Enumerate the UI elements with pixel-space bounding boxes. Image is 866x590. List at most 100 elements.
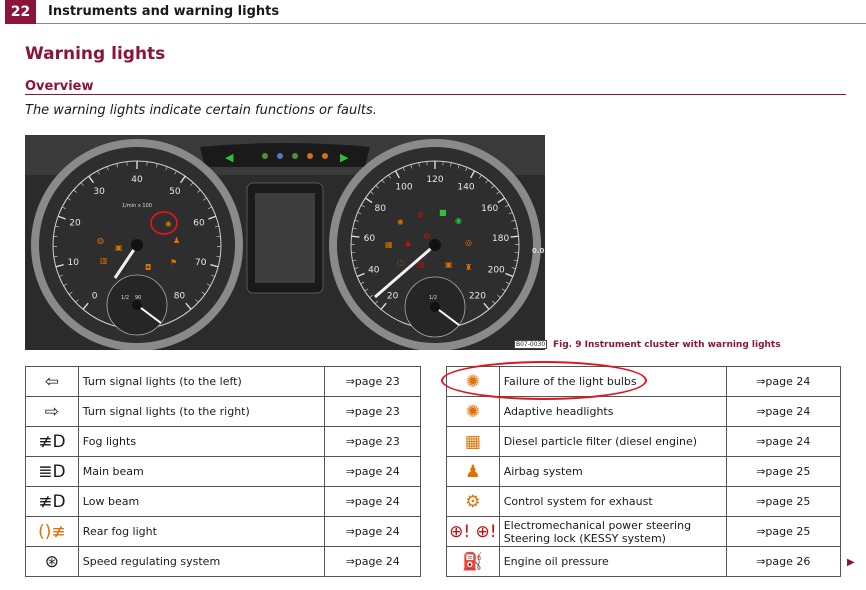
icon-cell: ⇨: [25, 396, 79, 427]
annotation-ellipse: [441, 361, 647, 400]
gauge-tick: [496, 191, 500, 195]
page-reference[interactable]: ⇒page 24: [324, 486, 421, 517]
fuel-icon: ◘: [145, 263, 151, 272]
description-cell: Turn signal lights (to the left): [77, 366, 326, 397]
icon-cell: ⊛: [25, 546, 79, 577]
gauge-tick-label: 80: [174, 292, 186, 302]
icon-cell: ()≢: [25, 516, 79, 547]
gauge-tick: [465, 167, 468, 172]
speed-regulating-icon: ⊛: [44, 551, 60, 572]
gauge-tick: [513, 259, 518, 262]
gauge-tick-label: 200: [488, 266, 505, 276]
page-reference[interactable]: ⇒page 23: [324, 396, 421, 427]
airbag-icon: ♟: [465, 461, 481, 482]
next-page-arrow-icon: ▶: [847, 557, 855, 568]
r-door-icon: ▲: [405, 238, 412, 247]
warning-lights-table-left: ⇦Turn signal lights (to the left)⇒page 2…: [25, 366, 421, 577]
description-text: Speed regulating system: [82, 555, 221, 568]
turn-signal-left-icon: ⇦: [44, 371, 60, 392]
gauge-tick-label: 10: [68, 258, 80, 268]
gauge-tick: [369, 294, 373, 298]
page-reference[interactable]: ⇒page 23: [324, 426, 421, 457]
gauge-tick: [364, 288, 369, 292]
gauge-tick: [55, 263, 64, 268]
gauge-tick: [67, 197, 71, 201]
table-row: ()≢Rear fog light⇒page 24: [25, 516, 421, 547]
adaptive-headlights-icon: ✺: [465, 401, 480, 422]
power-steering-icon: ⊕! ⊕!: [449, 521, 497, 542]
gauge-tick: [491, 185, 495, 189]
gauge-tick: [174, 170, 177, 175]
gauge-tick: [106, 166, 109, 171]
gauge-tick: [208, 215, 217, 220]
gauge-tick: [410, 164, 413, 169]
page-reference[interactable]: ⇒page 24: [725, 366, 842, 397]
icon-cell: ≢D: [25, 426, 79, 457]
table-row: ⚙ Control system for exhaust ⇒page 25: [446, 486, 842, 517]
page-reference[interactable]: ⇒page 25: [725, 486, 842, 517]
gauge-tick: [497, 294, 501, 298]
subsection-rule: [25, 94, 846, 95]
page-reference[interactable]: ⇒page 24: [725, 426, 842, 457]
gauge-tick: [206, 283, 211, 286]
page-reference[interactable]: ⇒page 25: [725, 456, 842, 487]
gauge-tick: [513, 227, 518, 230]
gauge-tick-label: 80: [375, 204, 387, 214]
page-reference[interactable]: ⇒page 24: [324, 546, 421, 577]
r-bulb-icon: ✺: [397, 218, 404, 227]
gauge-tick: [195, 299, 199, 303]
icon-cell: ≣D: [25, 456, 79, 487]
description-cell: Speed regulating system: [77, 546, 326, 577]
gauge-tick: [511, 267, 516, 270]
left-gauge-ticks: [53, 161, 221, 310]
gauge-tick-label: 60: [364, 234, 376, 244]
gauge-tick: [68, 291, 73, 295]
r-oil-icon: ⚙: [423, 232, 430, 241]
description-text: Adaptive headlights: [503, 405, 614, 418]
gauge-tick: [352, 227, 357, 230]
turn-signal-right-icon: ⇨: [44, 401, 60, 422]
description-cell: Fog lights: [77, 426, 326, 457]
r-filter-icon: ▦: [385, 240, 393, 249]
icon-cell: ⇦: [25, 366, 79, 397]
gauge-tick: [63, 283, 68, 286]
gauge-tick: [210, 263, 219, 268]
gauge-tick: [190, 182, 194, 186]
gauge-tick: [418, 162, 420, 167]
page-reference[interactable]: ⇒page 24: [324, 456, 421, 487]
gauge-tick-label: 70: [195, 258, 207, 268]
gauge-tick: [380, 302, 387, 310]
description-cell: Low beam: [77, 486, 326, 517]
page-reference[interactable]: ⇒page 25: [725, 516, 842, 547]
battery-icon: ▥: [100, 256, 108, 265]
cluster-left-arrow-icon: ◀: [225, 151, 234, 164]
gauge-tick-label: 140: [457, 183, 474, 193]
icon-cell: ▦: [446, 426, 500, 457]
gauge-tick: [55, 225, 60, 228]
left-gauge-unit: 1/min x 100: [122, 203, 152, 209]
gauge-tick-label: 50: [169, 187, 181, 197]
description-text: Low beam: [82, 495, 140, 508]
table-row: ♟ Airbag system⇒page 25: [446, 456, 842, 487]
gauge-tick: [80, 182, 84, 186]
exhaust-control-icon: ⚙: [465, 491, 481, 512]
page-reference[interactable]: ⇒page 24: [324, 516, 421, 547]
gauge-tick-label: 160: [481, 204, 498, 214]
page-reference[interactable]: ⇒page 24: [725, 396, 842, 427]
description-cell: Adaptive headlights: [498, 396, 727, 427]
page-reference[interactable]: ⇒page 26: [725, 546, 842, 577]
figure-caption: Fig. 9 Instrument cluster with warning l…: [553, 340, 781, 350]
airbag-light-icon: ♟: [173, 236, 180, 245]
description-cell: Main beam: [77, 456, 326, 487]
description-cell: Airbag system: [498, 456, 727, 487]
gauge-tick-label: 0: [92, 292, 98, 302]
page-reference[interactable]: ⇒page 23: [324, 366, 421, 397]
icon-cell: ≢D: [25, 486, 79, 517]
description-text: Control system for exhaust: [503, 495, 653, 508]
gauge-tick-label: 40: [131, 175, 143, 185]
gauge-tick: [354, 219, 359, 222]
description-text: Electromechanical power steering: [503, 518, 692, 532]
r-warn-icon: ▣: [445, 260, 453, 269]
